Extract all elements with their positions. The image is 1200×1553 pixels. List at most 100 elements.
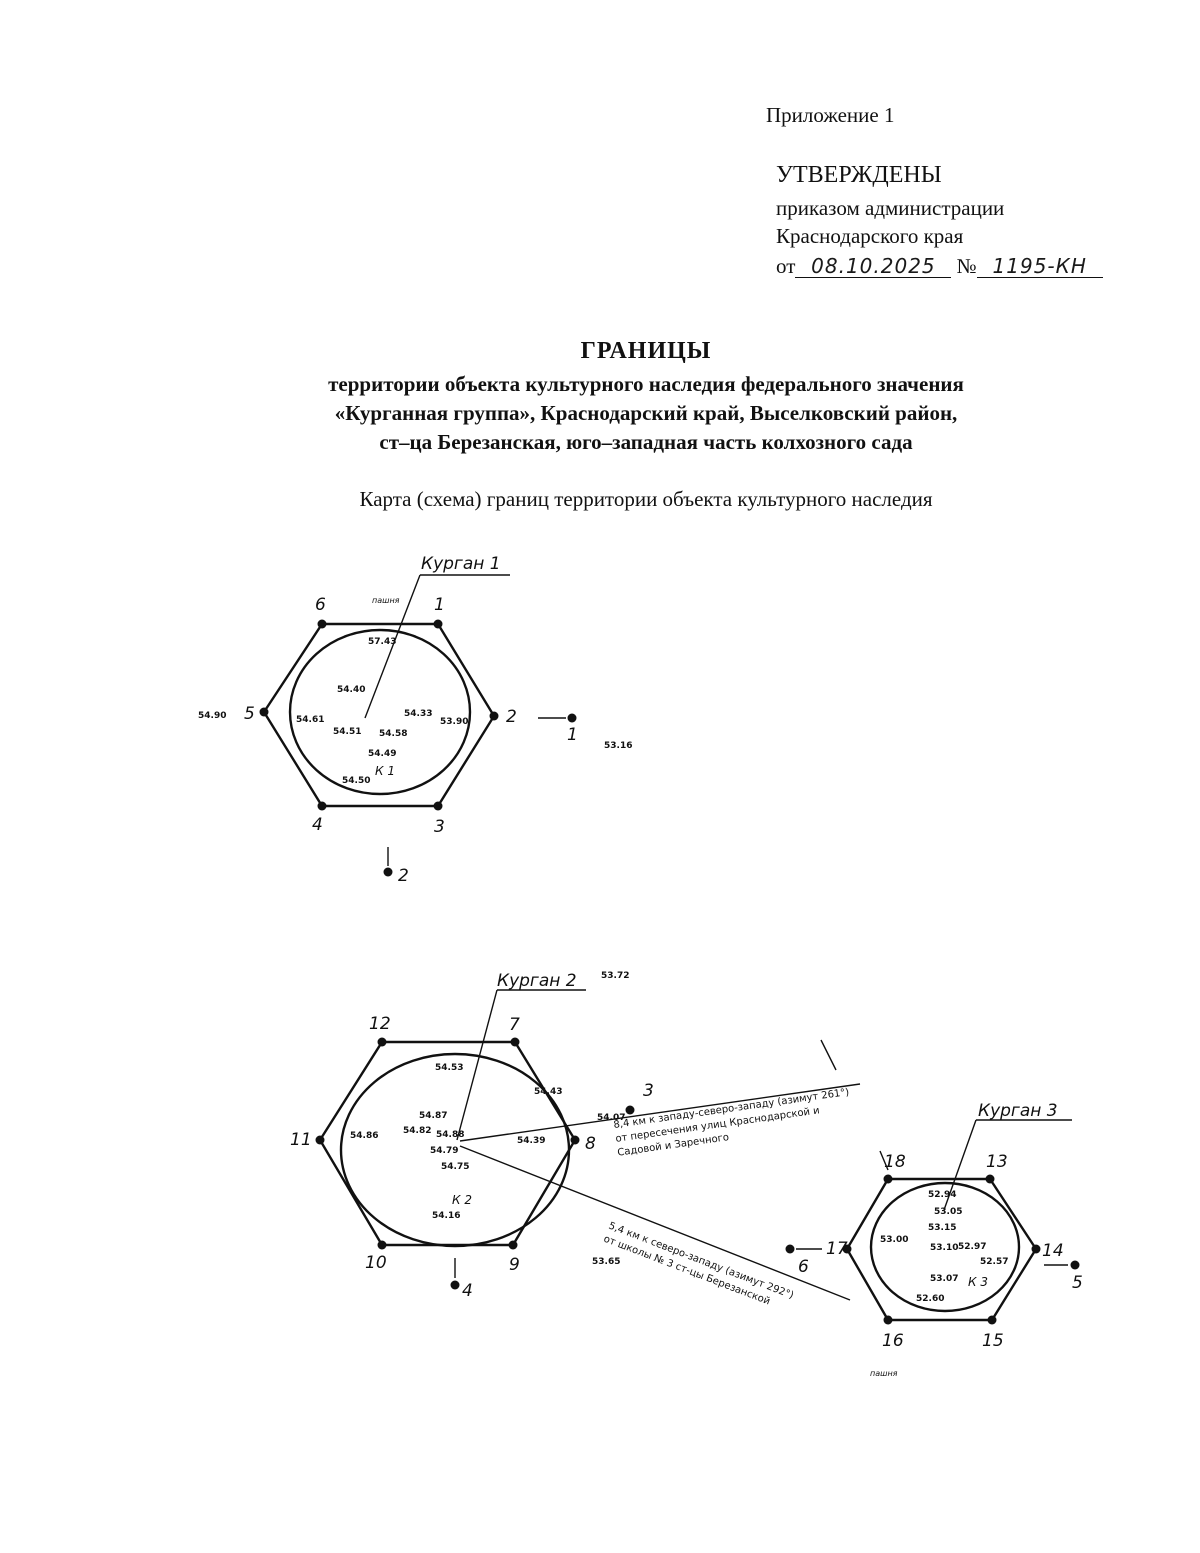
marker-dot bbox=[1070, 1260, 1080, 1270]
title-line-3: ст–ца Березанская, юго–западная часть ко… bbox=[379, 430, 913, 454]
elevation-k2-h: 54.79 bbox=[430, 1146, 458, 1156]
leader-line-2 bbox=[456, 989, 498, 1141]
north-tick bbox=[820, 1039, 837, 1071]
marker-label-1: 1 bbox=[567, 725, 578, 745]
elevation-k3-b: 53.05 bbox=[934, 1207, 962, 1217]
vertex-dot bbox=[317, 801, 327, 811]
field-note-3: пашня bbox=[870, 1369, 898, 1378]
elevation-k1-c: 54.61 bbox=[296, 715, 324, 725]
leader-line-1 bbox=[364, 574, 421, 719]
elevation-k3-h: 53.07 bbox=[930, 1274, 958, 1284]
distance-note-2-line-2: от школы № 3 ст-цы Березанской bbox=[602, 1234, 772, 1308]
elevation-k3-i: 52.60 bbox=[916, 1294, 944, 1304]
vertex-label-11: 11 bbox=[290, 1130, 312, 1150]
number-prefix: № bbox=[956, 254, 977, 278]
marker-dot bbox=[567, 713, 577, 723]
elevation-k2-b: 54.43 bbox=[534, 1087, 562, 1097]
vertex-dot bbox=[987, 1315, 997, 1325]
marker-label-2: 2 bbox=[398, 866, 409, 886]
north-tick-2 bbox=[879, 1150, 889, 1171]
mound-title-2: Курган 2 bbox=[497, 971, 577, 991]
region-line: Краснодарского края bbox=[776, 224, 964, 248]
vertex-label-9: 9 bbox=[509, 1255, 520, 1275]
mound-label-3: К 3 bbox=[968, 1275, 988, 1289]
mound-outline-1 bbox=[288, 628, 472, 796]
title-line-1: территории объекта культурного наследия … bbox=[328, 372, 964, 396]
elevation-k1-f: 54.58 bbox=[379, 729, 407, 739]
elevation-k1-h: 54.49 bbox=[368, 749, 396, 759]
marker-label-6: 6 bbox=[798, 1257, 809, 1277]
distance-note-2-line-1: 5,4 км к северо-западу (азимут 292°) bbox=[607, 1221, 795, 1302]
marker-elevation: 53.16 bbox=[604, 741, 632, 751]
marker-dot bbox=[785, 1244, 795, 1254]
date-prefix: от bbox=[776, 254, 796, 278]
elevation-k1-e: 54.33 bbox=[404, 709, 432, 719]
title-line-2: «Курганная группа», Краснодарский край, … bbox=[334, 401, 958, 425]
vertex-dot bbox=[985, 1174, 995, 1184]
elevation-k2-e: 54.82 bbox=[403, 1126, 431, 1136]
vertex-label-13: 13 bbox=[986, 1152, 1008, 1172]
elevation-k1-b: 54.40 bbox=[337, 685, 365, 695]
vertex-label-12: 12 bbox=[369, 1014, 391, 1034]
vertex-label-6: 6 bbox=[315, 595, 326, 615]
elevation-k2-d: 54.86 bbox=[350, 1131, 378, 1141]
elevation-k2-l: 53.65 bbox=[592, 1257, 620, 1267]
vertex-dot bbox=[1031, 1244, 1041, 1254]
elevation-k2-i: 54.75 bbox=[441, 1162, 469, 1172]
distance-line-2 bbox=[459, 1145, 851, 1301]
vertex-label-8: 8 bbox=[585, 1134, 596, 1154]
marker-dot bbox=[383, 867, 393, 877]
appendix-label: Приложение 1 bbox=[766, 103, 895, 127]
marker-dot bbox=[450, 1280, 460, 1290]
leader-line-3 bbox=[943, 1119, 977, 1211]
vertex-dot bbox=[570, 1135, 580, 1145]
elevation-k3-c: 53.15 bbox=[928, 1223, 956, 1233]
marker-label-4: 4 bbox=[462, 1281, 473, 1301]
vertex-label-1: 1 bbox=[434, 595, 445, 615]
vertex-dot bbox=[489, 711, 499, 721]
elevation-k2-a: 54.53 bbox=[435, 1063, 463, 1073]
mound-label-1: К 1 bbox=[375, 764, 395, 778]
elevation-k3-a: 52.94 bbox=[928, 1190, 956, 1200]
elevation-k1-g: 53.90 bbox=[440, 717, 468, 727]
elevation-k1-i: 54.50 bbox=[342, 776, 370, 786]
vertex-dot bbox=[433, 619, 443, 629]
vertex-dot bbox=[377, 1240, 387, 1250]
marker-label-3: 3 bbox=[643, 1081, 654, 1101]
elevation-k2-j: 54.16 bbox=[432, 1211, 460, 1221]
vertex-dot bbox=[377, 1037, 387, 1047]
elevation-k2-k: 54.07 bbox=[597, 1113, 625, 1123]
elevation-k3-g: 52.57 bbox=[980, 1257, 1008, 1267]
order-line: приказом администрации bbox=[776, 196, 1005, 220]
mound-label-2: К 2 bbox=[452, 1193, 472, 1207]
marker-dot bbox=[625, 1105, 635, 1115]
elevation-k1-d: 54.51 bbox=[333, 727, 361, 737]
map-caption: Карта (схема) границ территории объекта … bbox=[359, 487, 933, 511]
mound-outline-2 bbox=[339, 1052, 571, 1248]
vertex-label-16: 16 bbox=[882, 1331, 904, 1351]
mound-title-1: Курган 1 bbox=[421, 554, 501, 574]
elevation-outer-1: 54.90 bbox=[198, 711, 226, 721]
vertex-dot bbox=[259, 707, 269, 717]
vertex-label-2: 2 bbox=[506, 707, 517, 727]
vertex-label-17: 17 bbox=[826, 1239, 848, 1259]
vertex-label-14: 14 bbox=[1042, 1241, 1064, 1261]
vertex-dot bbox=[883, 1174, 893, 1184]
elevation-k3-d: 53.00 bbox=[880, 1235, 908, 1245]
elevation-k3-f: 52.97 bbox=[958, 1242, 986, 1252]
vertex-dot bbox=[315, 1135, 325, 1145]
vertex-dot bbox=[510, 1037, 520, 1047]
elevation-k1-a: 57.43 bbox=[368, 637, 396, 647]
marker-label-5: 5 bbox=[1072, 1273, 1083, 1293]
elevation-k3-e: 53.10 bbox=[930, 1243, 958, 1253]
vertex-dot bbox=[433, 801, 443, 811]
elevation-k2-f: 54.88 bbox=[436, 1130, 464, 1140]
order-date: 08.10.2025 bbox=[795, 255, 952, 278]
field-note-1: пашня bbox=[372, 596, 400, 605]
vertex-label-15: 15 bbox=[982, 1331, 1004, 1351]
elevation-k2-g: 54.39 bbox=[517, 1136, 545, 1146]
vertex-label-4: 4 bbox=[312, 815, 323, 835]
vertex-dot bbox=[508, 1240, 518, 1250]
